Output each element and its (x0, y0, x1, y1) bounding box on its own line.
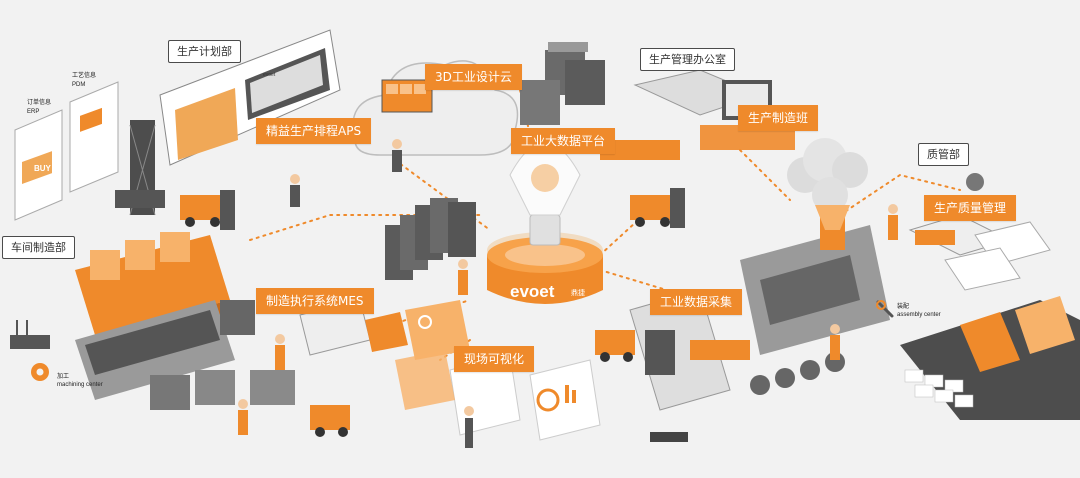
steam-tower (787, 138, 868, 250)
craft-info-text: 工艺信息 (72, 73, 97, 79)
planning-dept-callout: 生产计划部 (168, 40, 241, 63)
machining-en-text: machining center (57, 382, 103, 388)
workers (238, 139, 898, 448)
brand-cn-text: 鼎捷 (571, 289, 585, 297)
brand-logo-text: evoet (510, 282, 555, 301)
network-switch-icon (650, 432, 688, 442)
assembly-en-text: assembly center (897, 312, 941, 318)
assembly-center (900, 296, 1080, 420)
screen-brand-text: evoet (263, 72, 276, 78)
quality-dept-callout: 质管部 (918, 143, 969, 166)
aps-label: 精益生产排程APS (256, 118, 372, 144)
workshop-callout: 车间制造部 (2, 236, 75, 259)
data-collection-machines (629, 225, 890, 411)
gear-icon (31, 363, 49, 381)
data-platform-hub (487, 142, 603, 304)
data-collection-label: 工业数据采集 (650, 289, 743, 315)
cloud-design-label: 3D工业设计云 (425, 64, 522, 90)
mes-label: 制造执行系统MES (256, 288, 374, 314)
erp-pdm-documents (14, 81, 119, 221)
workshop-machines (75, 232, 295, 410)
buy-text: BUY (34, 164, 51, 173)
order-info-text: 订单信息 (27, 100, 52, 106)
pdm-text: PDM (72, 82, 86, 88)
planning-board (115, 29, 341, 216)
erp-text: ERP (27, 109, 40, 115)
wrench-icon (876, 300, 894, 318)
router-device-icon (10, 320, 50, 349)
quality-management-label: 生产质量管理 (924, 195, 1017, 221)
machining-cn-text: 加工 (57, 374, 70, 380)
bigdata-platform-label: 工业大数据平台 (511, 128, 616, 154)
visualization-label: 现场可视化 (454, 346, 535, 372)
assembly-cn-text: 装配 (897, 304, 910, 310)
server-racks-left (385, 198, 476, 280)
server-racks-top (520, 42, 605, 125)
quality-dept-area (908, 173, 1051, 291)
forklifts (180, 188, 685, 437)
production-shop-label: 生产制造班 (738, 105, 819, 131)
management-office-callout: 生产管理办公室 (640, 48, 735, 71)
